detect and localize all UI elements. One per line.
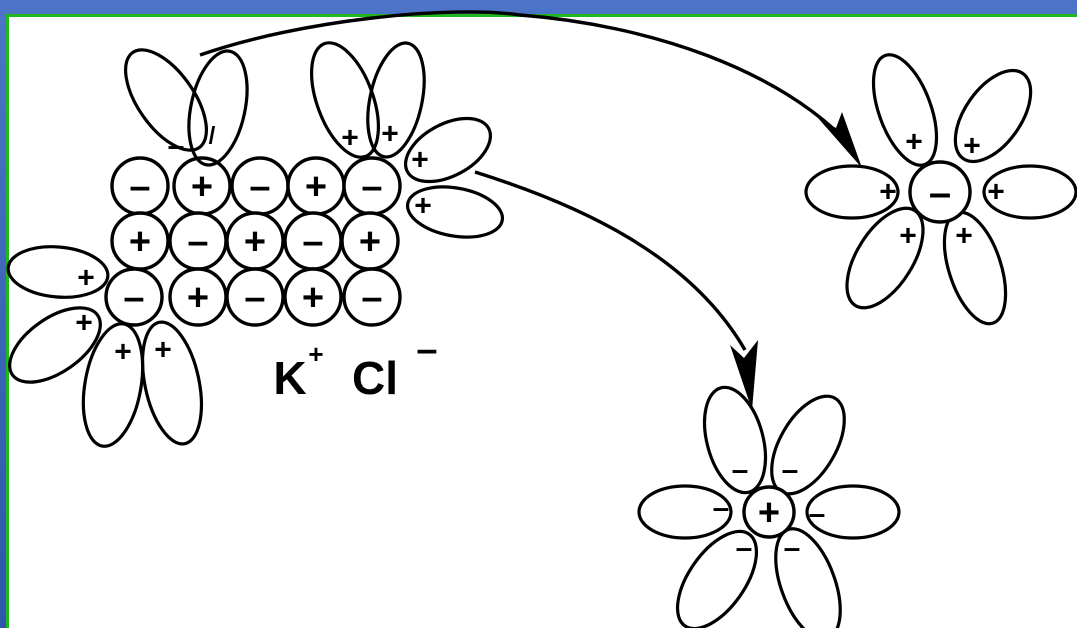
- formula-cation-charge: +: [308, 339, 323, 369]
- anion-r1c5-sign: –: [361, 166, 382, 208]
- formula-label: K + Cl –: [273, 329, 437, 404]
- water-dipole-plus: +: [955, 220, 973, 253]
- water-dipole-plus: +: [75, 307, 93, 340]
- cation-r3c2-sign: +: [187, 277, 209, 319]
- cation-r1c4-sign: +: [305, 166, 327, 208]
- water-dipole-minus: /: [209, 123, 216, 150]
- water-molecule: [940, 57, 1046, 174]
- water-dipole-minus: –: [736, 532, 753, 565]
- cation-r2c3-sign: +: [244, 221, 266, 263]
- water-dipole-minus: –: [732, 454, 749, 487]
- water-dipole-plus: +: [154, 334, 172, 367]
- anion-r2c4-sign: –: [302, 221, 323, 263]
- hydrated-cation-sign: +: [758, 492, 780, 534]
- anion-r3c3-sign: –: [244, 277, 265, 319]
- cation-r2c1-sign: +: [129, 221, 151, 263]
- formula-anion-charge: –: [416, 329, 437, 371]
- water-dipole-minus: –: [784, 532, 801, 565]
- anion-r3c5-sign: –: [361, 277, 382, 319]
- water-dipole-plus: +: [963, 130, 981, 163]
- water-dipole-plus: +: [414, 190, 432, 223]
- water-dipole-plus: +: [411, 144, 429, 177]
- arrow-to-hydrated-cation: [475, 172, 745, 350]
- hydrated-potassium-ion: ––––––+: [639, 381, 899, 628]
- arrow-to-hydrated-anion: [200, 12, 850, 145]
- kcl-crystal-lattice: –+–+–+–+–+–+–+–: [106, 158, 400, 325]
- water-dipole-minus: –: [809, 498, 826, 531]
- cation-r1c2-sign: +: [191, 166, 213, 208]
- formula-cation: K: [273, 352, 306, 404]
- water-dipole-plus: +: [114, 336, 132, 369]
- hydrated-chloride-ion: ++++++–: [806, 47, 1076, 332]
- cation-r2c5-sign: +: [359, 221, 381, 263]
- water-dipole-plus: +: [879, 176, 897, 209]
- anion-r1c3-sign: –: [249, 166, 270, 208]
- water-dipole-plus: +: [381, 118, 399, 151]
- anion-r2c2-sign: –: [187, 221, 208, 263]
- water-molecule: [110, 36, 222, 163]
- water-dipole-plus: +: [77, 262, 95, 295]
- hydrated-anion-sign: –: [929, 171, 951, 215]
- formula-anion: Cl: [352, 352, 398, 404]
- water-molecule: [133, 317, 212, 450]
- anion-r1c1-sign: –: [129, 166, 150, 208]
- cation-r3c4-sign: +: [302, 277, 324, 319]
- anion-r3c1-sign: –: [123, 277, 144, 319]
- water-dipole-minus: –: [782, 454, 799, 487]
- water-dipole-plus: +: [987, 176, 1005, 209]
- water-dipole-minus: –: [168, 130, 185, 163]
- water-molecule: [932, 205, 1017, 331]
- water-dipole-plus: +: [899, 220, 917, 253]
- water-dipole-plus: +: [341, 122, 359, 155]
- water-dipole-plus: +: [905, 126, 923, 159]
- water-dipole-minus: –: [713, 492, 730, 525]
